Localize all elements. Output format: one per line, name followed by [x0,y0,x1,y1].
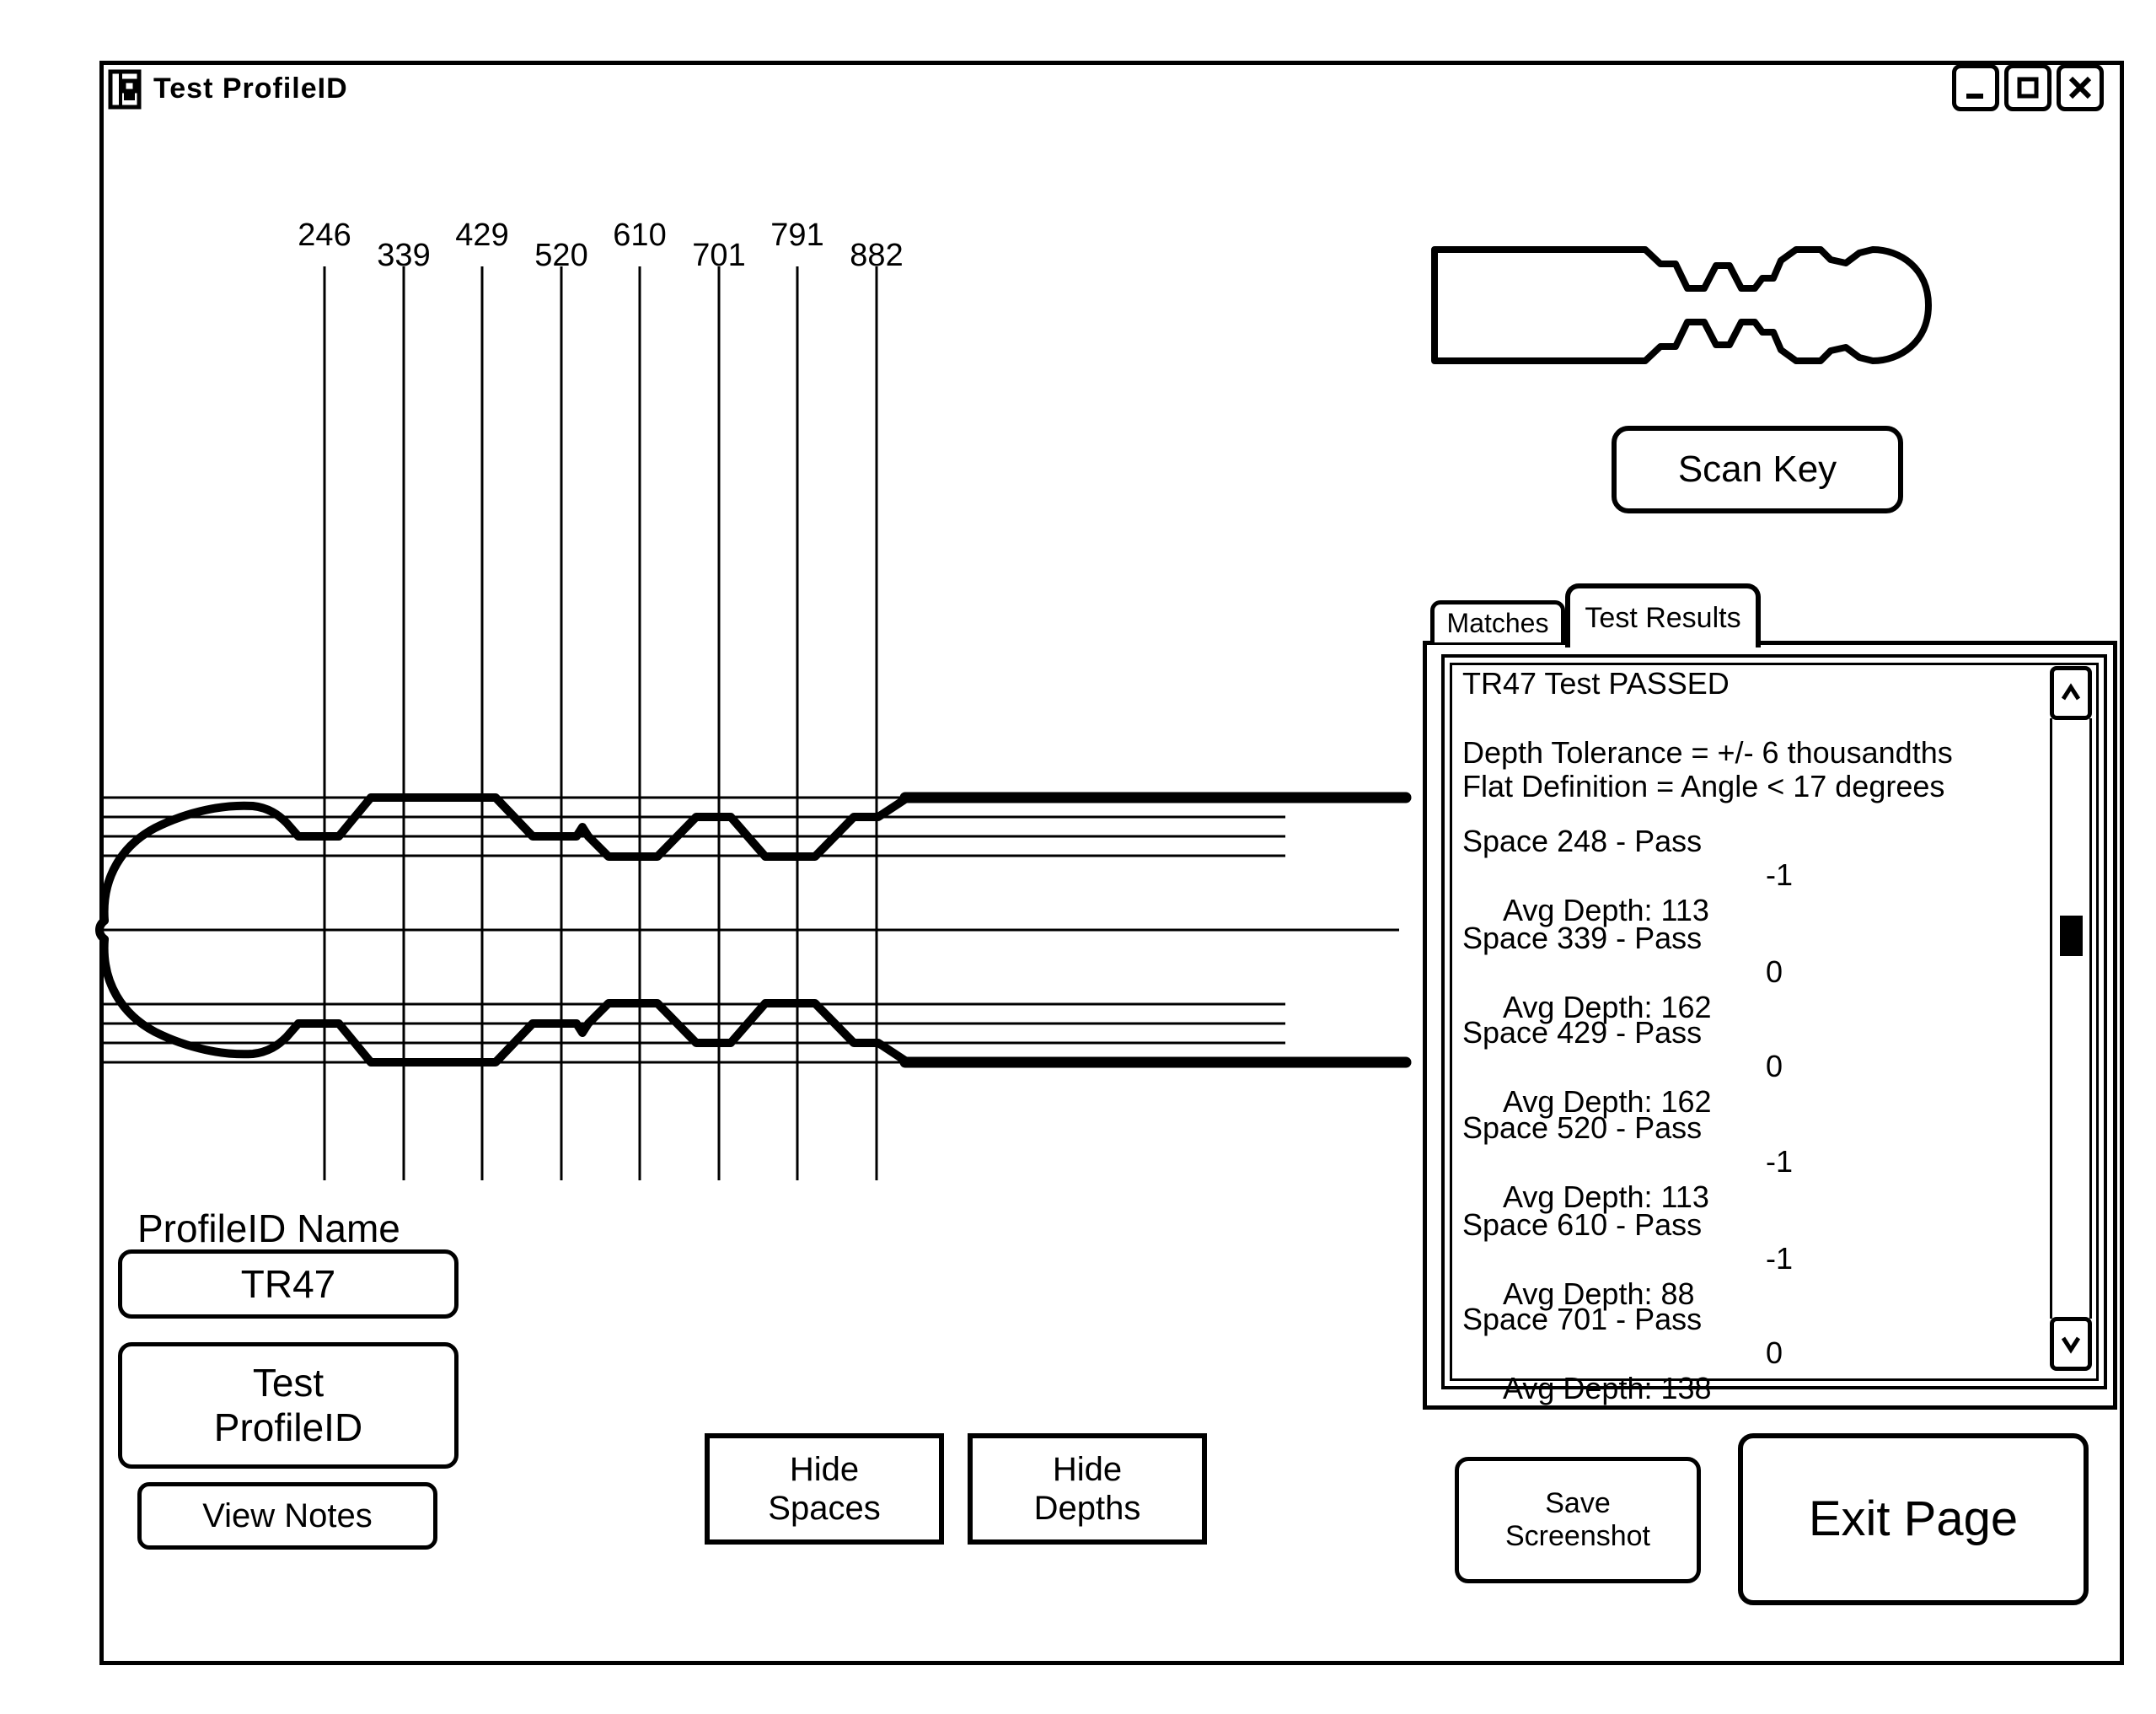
minimize-button[interactable] [1952,64,1999,111]
result-space: Space 248 - Pass [1462,824,1703,858]
close-icon [2066,73,2094,102]
result-space: Space 339 - Pass [1462,921,1703,955]
hide-spaces-label: Hide Spaces [768,1451,881,1527]
space-label: 520 [534,238,588,273]
result-avg-row: Avg Depth: 113 -1 [1471,857,2061,999]
maximize-button[interactable] [2004,64,2051,111]
result-space: Space 610 - Pass [1462,1207,1703,1242]
scroll-up-button[interactable] [2050,666,2092,720]
flat-def-line: Flat Definition = Angle < 17 degrees [1462,769,1945,803]
key-outline-icon [1431,246,1932,364]
save-screenshot-button[interactable]: Save Screenshot [1455,1457,1701,1583]
test-profileid-label: Test ProfileID [213,1361,363,1449]
result-delta: -1 [1766,1241,1794,1276]
space-lines [323,266,878,1180]
tab-matches[interactable]: Matches [1430,600,1565,642]
result-avg: Avg Depth: 113 [1503,1179,1709,1214]
result-space: Space 520 - Pass [1462,1110,1703,1145]
app-icon [108,69,142,110]
test-results-panel [1441,654,2107,1389]
test-profileid-button[interactable]: Test ProfileID [118,1342,459,1469]
result-avg: Avg Depth: 162 [1503,1084,1712,1119]
result-avg-row: Avg Depth: 138 0 [1471,1335,2061,1477]
space-label: 429 [455,218,509,253]
result-avg-row: Avg Depth: 113 -1 [1471,1144,2061,1286]
result-space: Space 701 - Pass [1462,1302,1703,1336]
scrollbar-thumb[interactable] [2060,916,2083,956]
space-label: 701 [692,238,746,273]
result-avg: Avg Depth: 88 [1503,1276,1695,1311]
hide-depths-label: Hide Depths [1033,1451,1141,1527]
test-results-panel-border [1450,663,2099,1381]
hide-spaces-button[interactable]: Hide Spaces [705,1433,944,1545]
save-screenshot-label: Save Screenshot [1505,1486,1650,1552]
profileid-name-field[interactable]: TR47 [118,1249,459,1319]
result-avg: Avg Depth: 113 [1503,893,1709,927]
chevron-down-icon [2058,1334,2084,1354]
result-heading: TR47 Test PASSED [1462,666,1730,701]
result-delta: 0 [1766,954,1783,989]
result-delta: 0 [1766,1049,1783,1083]
space-label: 246 [298,218,351,253]
key-tip-curve [95,916,109,943]
result-avg-row: Avg Depth: 162 0 [1471,1049,2061,1190]
view-notes-button[interactable]: View Notes [137,1482,437,1550]
result-delta: -1 [1766,857,1794,892]
window-title: Test ProfileID [153,73,348,105]
space-label: 610 [613,218,667,253]
result-avg: Avg Depth: 138 [1503,1371,1712,1405]
profileid-name-label: ProfileID Name [137,1206,400,1250]
close-button[interactable] [2057,64,2104,111]
tolerance-line: Depth Tolerance = +/- 6 thousandths [1462,735,1953,770]
key-profile-bottom [99,935,912,1067]
tab-test-results[interactable]: Test Results [1565,583,1761,647]
scrollbar-track[interactable] [2050,718,2092,1319]
result-space: Space 429 - Pass [1462,1015,1703,1050]
exit-page-button[interactable]: Exit Page [1738,1433,2089,1605]
result-avg-row: Avg Depth: 88 -1 [1471,1241,2061,1383]
scan-key-button[interactable]: Scan Key [1612,426,1903,513]
space-label: 882 [850,238,904,273]
hide-depths-button[interactable]: Hide Depths [968,1433,1207,1545]
space-label: 791 [770,218,824,253]
result-delta: -1 [1766,1144,1794,1179]
chevron-up-icon [2058,683,2084,703]
result-avg: Avg Depth: 162 [1503,990,1712,1024]
result-avg-row: Avg Depth: 162 0 [1471,954,2061,1096]
key-profile-top [99,793,912,925]
maximize-icon [2014,74,2041,101]
space-label: 339 [377,238,431,273]
minimize-icon [1962,74,1989,101]
result-delta: 0 [1766,1335,1783,1370]
scroll-down-button[interactable] [2050,1317,2092,1371]
